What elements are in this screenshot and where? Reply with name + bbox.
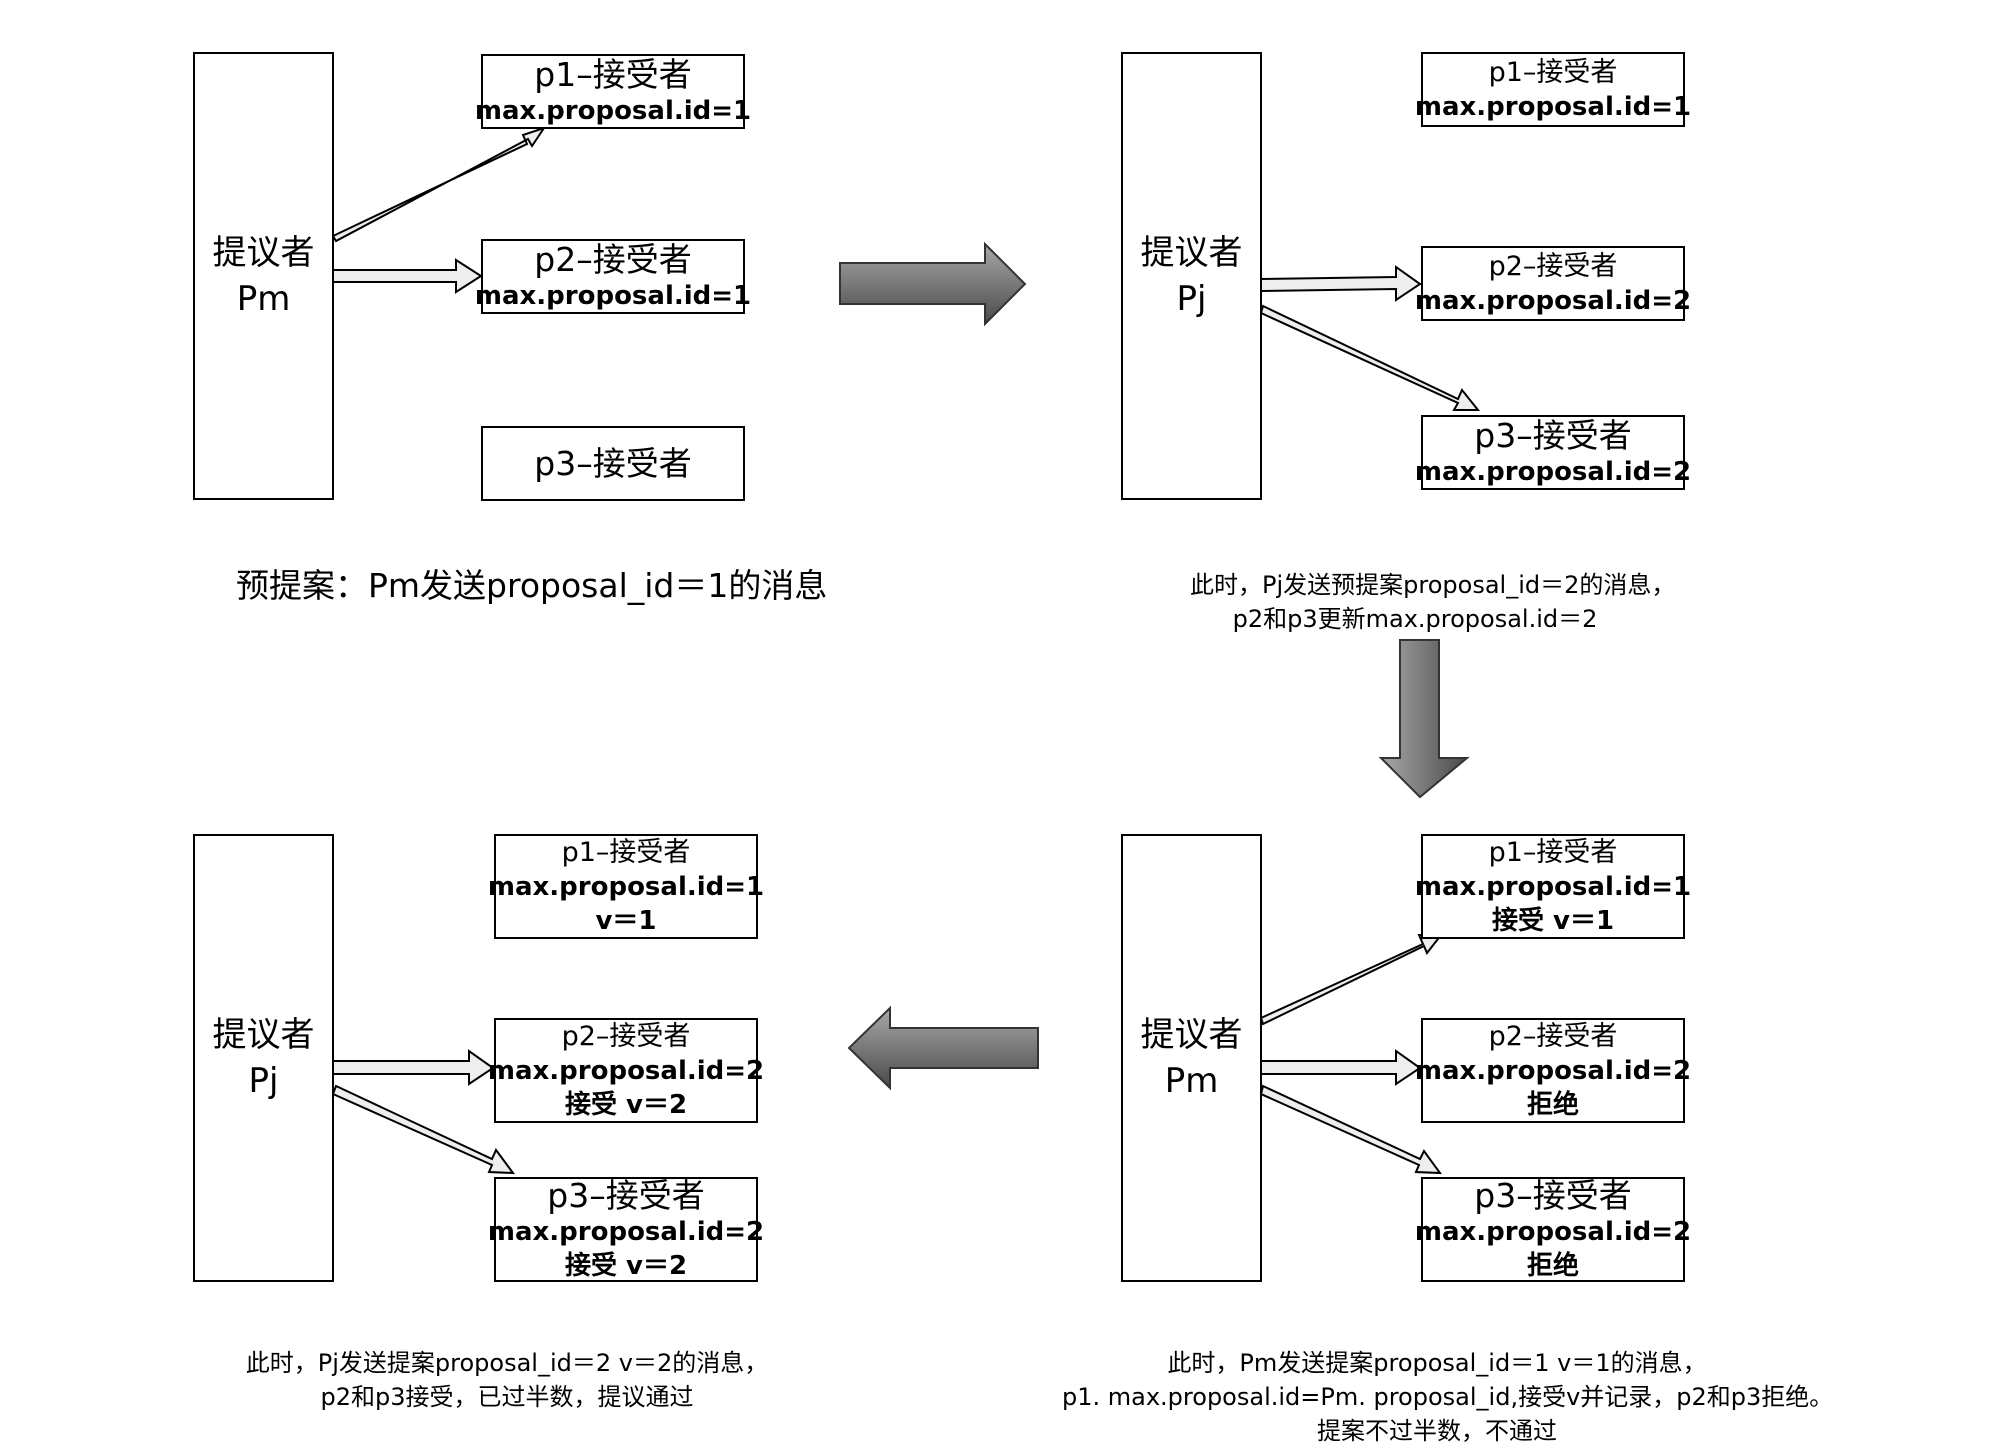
caption-line: 预提案：Pm发送proposal_id＝1的消息 bbox=[236, 566, 828, 605]
acceptor-max-proposal-id: max.proposal.id=2 bbox=[1414, 1055, 1692, 1086]
caption-top-right: 此时，Pj发送预提案proposal_id＝2的消息， p2和p3更新max.p… bbox=[1190, 568, 1676, 636]
caption-line: p2和p3更新max.proposal.id＝2 bbox=[1232, 605, 1598, 633]
caption-line: p2和p3接受，已过半数，提议通过 bbox=[320, 1383, 694, 1411]
caption-bottom-left: 此时，Pj发送提案proposal_id＝2 v＝2的消息， p2和p3接受，已… bbox=[232, 1346, 782, 1414]
proposer-box: 提议者 Pm bbox=[1121, 834, 1262, 1282]
acceptor-status: 拒绝 bbox=[1526, 1250, 1579, 1281]
acceptor-max-proposal-id: max.proposal.id=1 bbox=[1414, 871, 1692, 902]
caption-line: 此时，Pj发送提案proposal_id＝2 v＝2的消息， bbox=[245, 1349, 769, 1377]
message-arrow bbox=[1260, 1049, 1422, 1086]
acceptor-box-p2: p2–接受者 max.proposal.id=2 bbox=[1415, 246, 1691, 321]
acceptor-status: 接受 v＝2 bbox=[564, 1089, 688, 1120]
caption-top-left: 预提案：Pm发送proposal_id＝1的消息 bbox=[236, 566, 827, 606]
acceptor-box-p2: p2–接受者 max.proposal.id=1 bbox=[475, 239, 751, 314]
acceptor-box-p3: p3–接受者 max.proposal.id=2 拒绝 bbox=[1415, 1175, 1691, 1282]
acceptor-name: p3–接受者 bbox=[547, 1175, 705, 1215]
acceptor-box-p3: p3–接受者 max.proposal.id=2 bbox=[1415, 415, 1691, 490]
acceptor-status: v＝1 bbox=[595, 905, 657, 936]
acceptor-status: 接受 v＝2 bbox=[564, 1250, 688, 1281]
proposer-name: Pm bbox=[1164, 1061, 1219, 1101]
acceptor-status: 拒绝 bbox=[1526, 1089, 1579, 1120]
message-arrow bbox=[331, 126, 547, 243]
acceptor-box-p2: p2–接受者 max.proposal.id=2 接受 v＝2 bbox=[488, 1018, 764, 1123]
acceptor-box-p3: p3–接受者 max.proposal.id=2 接受 v＝2 bbox=[488, 1175, 764, 1282]
caption-line: p1. max.proposal.id=Pm. proposal_id,接受v并… bbox=[1062, 1383, 1834, 1411]
message-arrow bbox=[332, 1049, 495, 1086]
acceptor-max-proposal-id: max.proposal.id=2 bbox=[487, 1216, 765, 1247]
acceptor-max-proposal-id: max.proposal.id=1 bbox=[1414, 91, 1692, 122]
acceptor-name: p1–接受者 bbox=[1488, 836, 1618, 868]
acceptor-name: p2–接受者 bbox=[1488, 1020, 1618, 1052]
message-arrow bbox=[1259, 304, 1481, 411]
acceptor-box-p1: p1–接受者 max.proposal.id=1 bbox=[475, 54, 751, 129]
acceptor-name: p2–接受者 bbox=[561, 1020, 691, 1052]
caption-line: 此时，Pm发送提案proposal_id＝1 v＝1的消息， bbox=[1167, 1349, 1707, 1377]
flow-arrow-right bbox=[839, 241, 1027, 327]
acceptor-box-p1: p1–接受者 max.proposal.id=1 接受 v＝1 bbox=[1415, 834, 1691, 939]
acceptor-box-p1: p1–接受者 max.proposal.id=1 v＝1 bbox=[488, 834, 764, 939]
acceptor-name: p3–接受者 bbox=[1474, 1175, 1632, 1215]
proposer-box: 提议者 Pj bbox=[1121, 52, 1262, 500]
proposer-label: 提议者 bbox=[1140, 1015, 1243, 1055]
message-arrow bbox=[1259, 934, 1444, 1026]
message-arrow bbox=[331, 1084, 516, 1175]
acceptor-max-proposal-id: max.proposal.id=2 bbox=[487, 1055, 765, 1086]
proposer-label: 提议者 bbox=[212, 1015, 315, 1055]
proposer-box: 提议者 Pm bbox=[193, 52, 334, 500]
acceptor-name: p2–接受者 bbox=[534, 239, 692, 279]
acceptor-name: p2–接受者 bbox=[1488, 250, 1618, 282]
proposer-label: 提议者 bbox=[212, 233, 315, 273]
acceptor-box-p1: p1–接受者 max.proposal.id=1 bbox=[1415, 52, 1691, 127]
proposer-name: Pm bbox=[236, 279, 291, 319]
acceptor-max-proposal-id: max.proposal.id=2 bbox=[1414, 1216, 1692, 1247]
acceptor-status: 接受 v＝1 bbox=[1491, 905, 1615, 936]
message-arrow bbox=[1260, 265, 1422, 302]
message-arrow bbox=[332, 258, 483, 294]
message-arrow bbox=[1259, 1084, 1443, 1175]
acceptor-box-p2: p2–接受者 max.proposal.id=2 拒绝 bbox=[1415, 1018, 1691, 1123]
acceptor-max-proposal-id: max.proposal.id=2 bbox=[1414, 456, 1692, 487]
proposer-label: 提议者 bbox=[1140, 233, 1243, 273]
acceptor-name: p3–接受者 bbox=[1474, 415, 1632, 455]
acceptor-name: p3–接受者 bbox=[534, 443, 692, 483]
acceptor-max-proposal-id: max.proposal.id=1 bbox=[487, 871, 765, 902]
acceptor-name: p1–接受者 bbox=[561, 836, 691, 868]
caption-line: 此时，Pj发送预提案proposal_id＝2的消息， bbox=[1190, 571, 1676, 599]
caption-line: 提案不过半数，不通过 bbox=[1317, 1417, 1557, 1445]
acceptor-max-proposal-id: max.proposal.id=2 bbox=[1414, 285, 1692, 316]
proposer-name: Pj bbox=[248, 1061, 279, 1101]
flow-arrow-down bbox=[1378, 639, 1470, 799]
caption-bottom-right: 此时，Pm发送提案proposal_id＝1 v＝1的消息， p1. max.p… bbox=[1062, 1346, 1834, 1448]
acceptor-max-proposal-id: max.proposal.id=1 bbox=[474, 95, 752, 126]
flow-arrow-left bbox=[847, 1005, 1039, 1091]
acceptor-max-proposal-id: max.proposal.id=1 bbox=[474, 280, 752, 311]
acceptor-box-p3: p3–接受者 bbox=[481, 426, 745, 501]
proposer-box: 提议者 Pj bbox=[193, 834, 334, 1282]
proposer-name: Pj bbox=[1176, 279, 1207, 319]
acceptor-name: p1–接受者 bbox=[1488, 56, 1618, 88]
acceptor-name: p1–接受者 bbox=[534, 54, 692, 94]
